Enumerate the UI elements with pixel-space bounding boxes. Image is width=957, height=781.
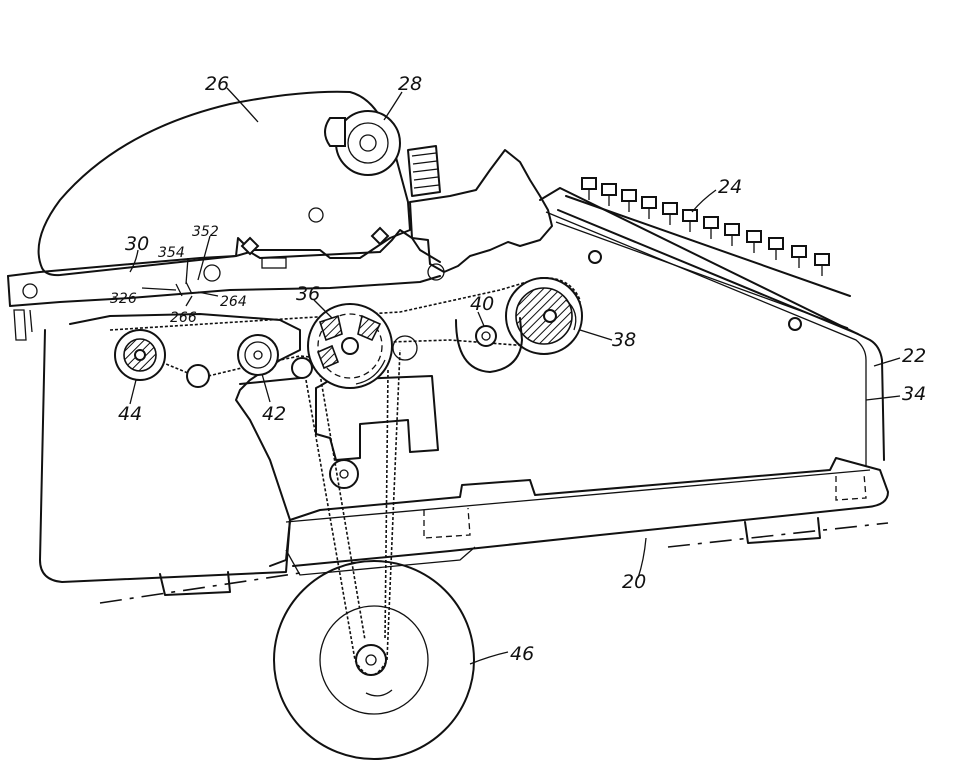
pulley-44 bbox=[114, 329, 166, 381]
label-264: 264 bbox=[220, 294, 247, 310]
ratchet-rack bbox=[407, 145, 441, 197]
key-caps bbox=[581, 177, 830, 266]
idler-roller-left bbox=[186, 364, 210, 388]
ground-line-right bbox=[667, 522, 889, 548]
drive-motor-46 bbox=[273, 560, 475, 760]
label-46: 46 bbox=[510, 643, 534, 665]
label-30: 30 bbox=[125, 233, 149, 255]
idler-roller-center bbox=[291, 357, 313, 379]
ground-line-left bbox=[99, 572, 301, 604]
drive-pulley-38 bbox=[505, 277, 583, 355]
label-354: 354 bbox=[158, 245, 185, 261]
label-42: 42 bbox=[262, 403, 286, 425]
label-26: 26 bbox=[205, 73, 229, 95]
label-352: 352 bbox=[192, 224, 219, 240]
label-36: 36 bbox=[296, 283, 320, 305]
keyboard-24 bbox=[557, 177, 859, 335]
drive-belt-vertical bbox=[305, 349, 401, 676]
platen-knob-28 bbox=[324, 110, 401, 176]
label-326: 326 bbox=[110, 291, 137, 307]
label-266: 266 bbox=[170, 310, 197, 326]
label-24: 24 bbox=[718, 176, 742, 198]
gear-42 bbox=[237, 334, 279, 376]
label-28: 28 bbox=[398, 73, 422, 95]
upper-frame bbox=[7, 149, 553, 341]
label-38: 38 bbox=[612, 329, 636, 351]
label-20: 20 bbox=[622, 571, 646, 593]
leader-lines bbox=[129, 87, 901, 665]
housing-22 bbox=[539, 187, 885, 466]
label-44: 44 bbox=[118, 403, 142, 425]
idler-40 bbox=[455, 317, 523, 373]
label-34: 34 bbox=[902, 383, 926, 405]
side-plate bbox=[69, 313, 439, 567]
drive-wheel-36 bbox=[307, 303, 393, 389]
base-20 bbox=[39, 329, 889, 596]
label-40: 40 bbox=[470, 293, 494, 315]
carriage-cover-26 bbox=[37, 90, 411, 277]
label-22: 22 bbox=[902, 345, 926, 367]
reference-numerals: 26 28 24 30 352 354 326 264 266 36 40 38… bbox=[110, 73, 926, 665]
key-stems bbox=[588, 188, 823, 276]
